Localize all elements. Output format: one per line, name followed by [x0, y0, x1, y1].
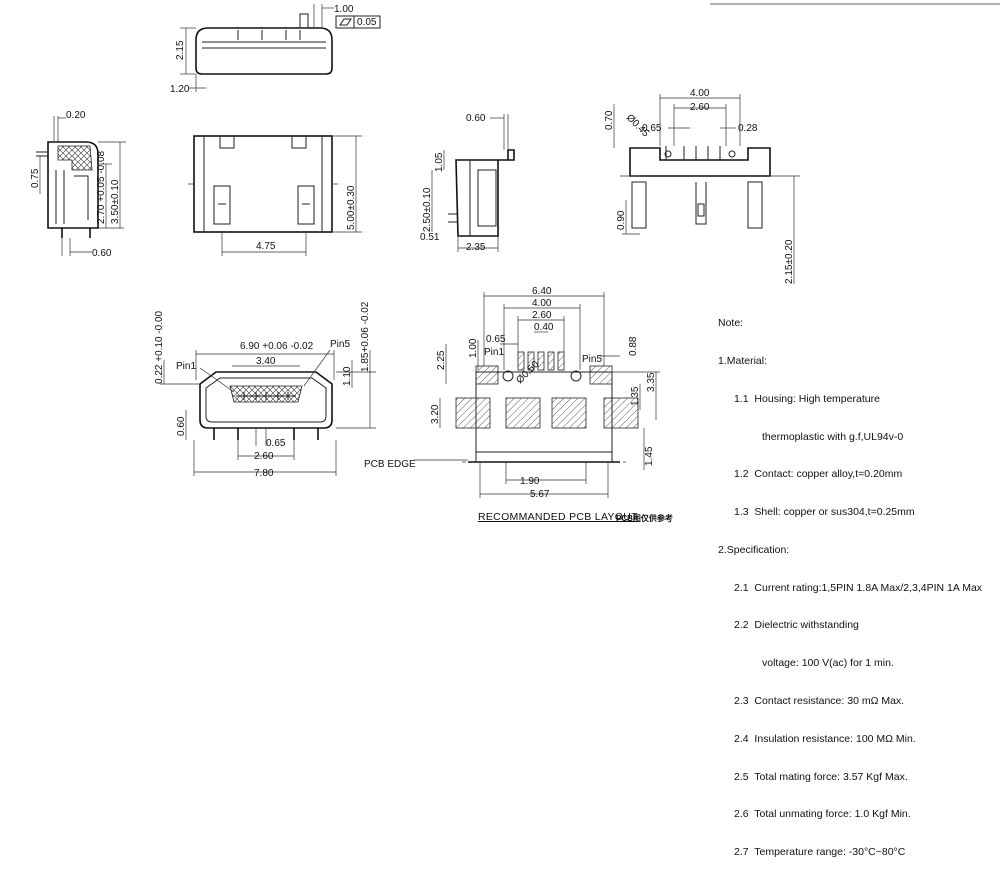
dim-p-3-20: 3.20 — [430, 404, 441, 424]
dim-tr-0-70: 0.70 — [604, 110, 615, 130]
label-p-pin5: Pin5 — [582, 354, 602, 365]
dim-front-4-75: 4.75 — [256, 241, 276, 252]
dim-p-1-00: 1.00 — [468, 338, 479, 358]
dim-right-0-51: 0.51 — [420, 232, 440, 243]
notes-spec: 2.Specification: — [718, 543, 790, 556]
notes-insulation: 2.4 Insulation resistance: 100 MΩ Min. — [734, 732, 916, 745]
dim-tr-2-60: 2.60 — [690, 102, 710, 113]
dim-tr-0-90: 0.90 — [616, 210, 627, 230]
dim-p-2-60: 2.60 — [532, 310, 552, 321]
technical-drawing: 2.15 1.20 1.00 0.05 0.20 0.75 2.70 +0.05… — [30, 3, 1000, 500]
dim-p-1-90: 1.90 — [520, 476, 540, 487]
dim-p-5-67: 5.67 — [530, 489, 550, 500]
notes-shell: 1.3 Shell: copper or sus304,t=0.25mm — [734, 506, 915, 519]
notes-temperature: 2.7 Temperature range: -30°C~80°C — [734, 846, 906, 859]
front-view: 4.75 5.00±0.30 — [188, 135, 362, 256]
notes-contact: 1.2 Contact: copper alloy,t=0.20mm — [734, 468, 903, 481]
dim-right-0-60: 0.60 — [466, 113, 486, 124]
pcb-layout-title: RECOMMANDED PCB LAYOUT — [478, 511, 638, 523]
dim-side-2-70: 2.70 +0.05 -0.08 — [96, 150, 107, 224]
dim-right-2-50: 2.50±0.10 — [422, 187, 433, 232]
notes-heading: Note: — [718, 317, 744, 330]
dim-b-3-40: 3.40 — [256, 356, 276, 367]
dim-right-1-05: 1.05 — [434, 152, 445, 172]
notes-block: Note: 1.Material: 1.1 Housing: High temp… — [718, 292, 1000, 871]
dim-b-0-60: 0.60 — [176, 416, 187, 436]
top-view: 2.15 1.20 1.00 0.05 — [170, 4, 381, 95]
notes-mating: 2.5 Total mating force: 3.57 Kgf Max. — [734, 770, 908, 783]
dim-p-3-35: 3.35 — [646, 372, 657, 392]
notes-current: 2.1 Current rating:1,5PIN 1.8A Max/2,3,4… — [734, 581, 983, 594]
label-b-pin5: Pin5 — [330, 339, 350, 350]
label-p-pin1: Pin1 — [484, 347, 504, 358]
dim-b-1-85: 1.85+0.06 -0.02 — [360, 301, 371, 372]
dim-b-1-10: 1.10 — [342, 366, 353, 386]
dim-tr-2-15: 2.15±0.20 — [784, 239, 795, 284]
dim-right-2-35: 2.35 — [466, 242, 486, 253]
notes-dielectric: 2.2 Dielectric withstanding — [734, 619, 859, 632]
dim-side-0-20: 0.20 — [66, 110, 86, 121]
dim-top-1-20: 1.20 — [170, 84, 190, 95]
dim-tr-0-65: 0.65 — [642, 123, 662, 134]
label-b-pin1: Pin1 — [176, 361, 196, 372]
dim-side-0-60: 0.60 — [92, 248, 112, 259]
dim-b-0-22: 0.22 +0.10 -0.00 — [154, 310, 165, 384]
dim-tr-4-00: 4.00 — [690, 88, 710, 99]
dim-tr-0-28: 0.28 — [738, 123, 758, 134]
notes-housing: 1.1 Housing: High temperature — [734, 392, 880, 405]
dim-p-0-88: 0.88 — [628, 336, 639, 356]
pcb-layout-view: 6.40 4.00 2.60 0.40 0.65 1.00 Pin1 Pin5 … — [364, 286, 660, 500]
dim-p-1-35: 1.35 — [630, 386, 641, 406]
dim-p-2-25: 2.25 — [436, 350, 447, 370]
notes-material: 1.Material: — [718, 354, 768, 367]
right-side-view: 0.60 1.05 2.50±0.10 0.51 2.35 — [420, 113, 515, 253]
dim-b-6-90: 6.90 +0.06 -0.02 — [240, 341, 314, 352]
dim-b-7-80: 7.80 — [254, 468, 274, 479]
label-pcb-edge: PCB EDGE — [364, 459, 416, 470]
dim-b-0-65: 0.65 — [266, 438, 286, 449]
side-section-view: 0.20 0.75 2.70 +0.05 -0.08 3.50±0.10 0.6… — [30, 110, 126, 259]
pcb-layout-note: PCB图仅供参考 — [616, 514, 673, 523]
notes-unmating: 2.6 Total unmating force: 1.0 Kgf Min. — [734, 808, 911, 821]
dim-top-1-00: 1.00 — [334, 4, 354, 15]
dim-p-0-65: 0.65 — [486, 334, 506, 345]
dim-p-1-45: 1.45 — [644, 446, 655, 466]
notes-contact-resistance: 2.3 Contact resistance: 30 mΩ Max. — [734, 695, 905, 707]
dim-top-2-15: 2.15 — [175, 40, 186, 60]
dim-front-5-00: 5.00±0.30 — [346, 185, 357, 230]
notes-dielectric-2: voltage: 100 V(ac) for 1 min. — [762, 657, 894, 670]
dim-side-0-75: 0.75 — [30, 168, 41, 188]
dim-b-2-60: 2.60 — [254, 451, 274, 462]
receptacle-front-view: 0.22 +0.10 -0.00 6.90 +0.06 -0.02 Pin5 P… — [154, 301, 376, 479]
dim-p-4-00: 4.00 — [532, 298, 552, 309]
dim-p-6-40: 6.40 — [532, 286, 552, 297]
flatness-tolerance: 0.05 — [357, 17, 377, 28]
dim-side-3-50: 3.50±0.10 — [110, 179, 121, 224]
dim-p-0-40: 0.40 — [534, 322, 554, 333]
notes-housing-2: thermoplastic with g.f,UL94v-0 — [762, 430, 904, 443]
top-right-view: 4.00 2.60 0.70 Ø0.45 0.65 0.28 0.90 2.15… — [604, 88, 800, 284]
